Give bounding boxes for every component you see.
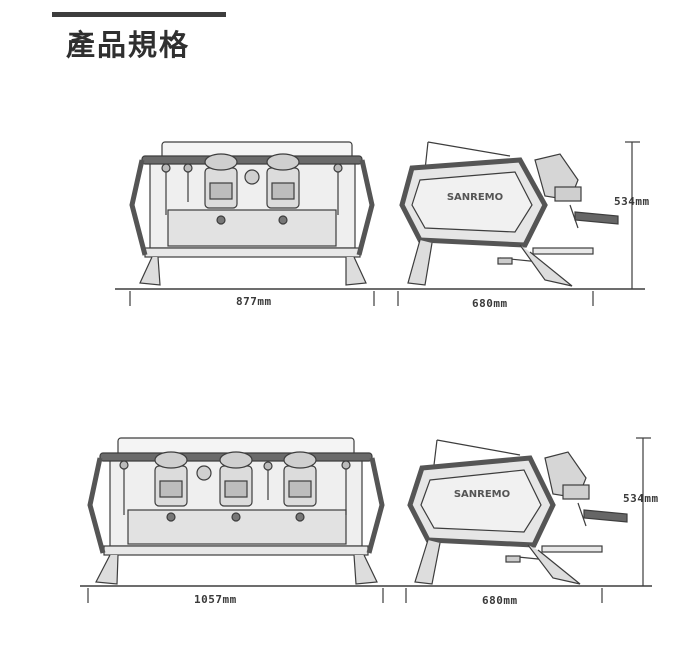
machine-side-2 (407, 439, 628, 585)
machine-front-3-group (87, 437, 385, 585)
machine-side-1 (399, 141, 619, 287)
page-title: 產品規格 (66, 28, 191, 62)
brand-logo-1: SANREMO (447, 192, 503, 203)
brand-logo-2: SANREMO (454, 489, 510, 500)
front-width-label-1: 877mm (236, 295, 272, 308)
height-label-2: 534mm (623, 492, 659, 505)
machine-front-2-group (129, 141, 375, 286)
height-label-1: 534mm (614, 195, 650, 208)
side-depth-label-2: 680mm (482, 594, 518, 607)
title-accent-bar (52, 12, 226, 17)
front-width-label-2: 1057mm (194, 593, 237, 606)
side-depth-label-1: 680mm (472, 297, 508, 310)
